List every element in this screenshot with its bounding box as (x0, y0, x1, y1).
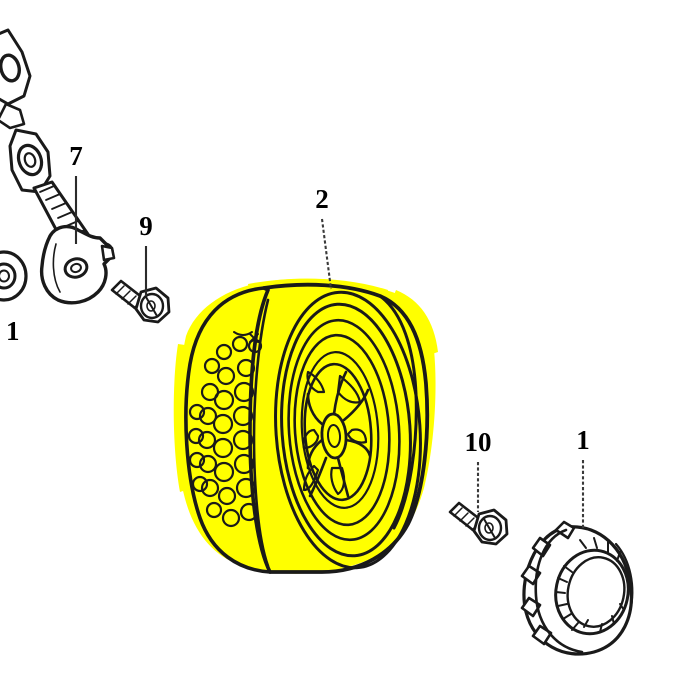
tire-tread-pattern (187, 331, 263, 528)
part-hub-bearing-cap (520, 520, 634, 656)
callout-label-2[interactable]: 2 (315, 184, 329, 214)
part-nut-left-edge (0, 250, 28, 302)
part-bracket-plate (39, 224, 116, 305)
part-flange-bolt-lower (448, 501, 509, 546)
leader-2 (320, 218, 333, 290)
callout-label-1-left[interactable]: 1 (6, 316, 20, 346)
part-flange-bolt-upper (110, 279, 171, 324)
callout-label-1-right[interactable]: 1 (576, 425, 590, 455)
callout-label-7[interactable]: 7 (69, 141, 83, 171)
callout-label-10[interactable]: 10 (465, 427, 492, 457)
yellow-highlight (173, 278, 438, 574)
wheel-rim-spokes (302, 362, 373, 502)
part-wheel-tire-assembly (173, 278, 438, 574)
callout-numbers: 7 9 2 10 1 1 (6, 141, 590, 457)
callout-label-9[interactable]: 9 (139, 211, 153, 241)
leader-lines (74, 176, 585, 528)
